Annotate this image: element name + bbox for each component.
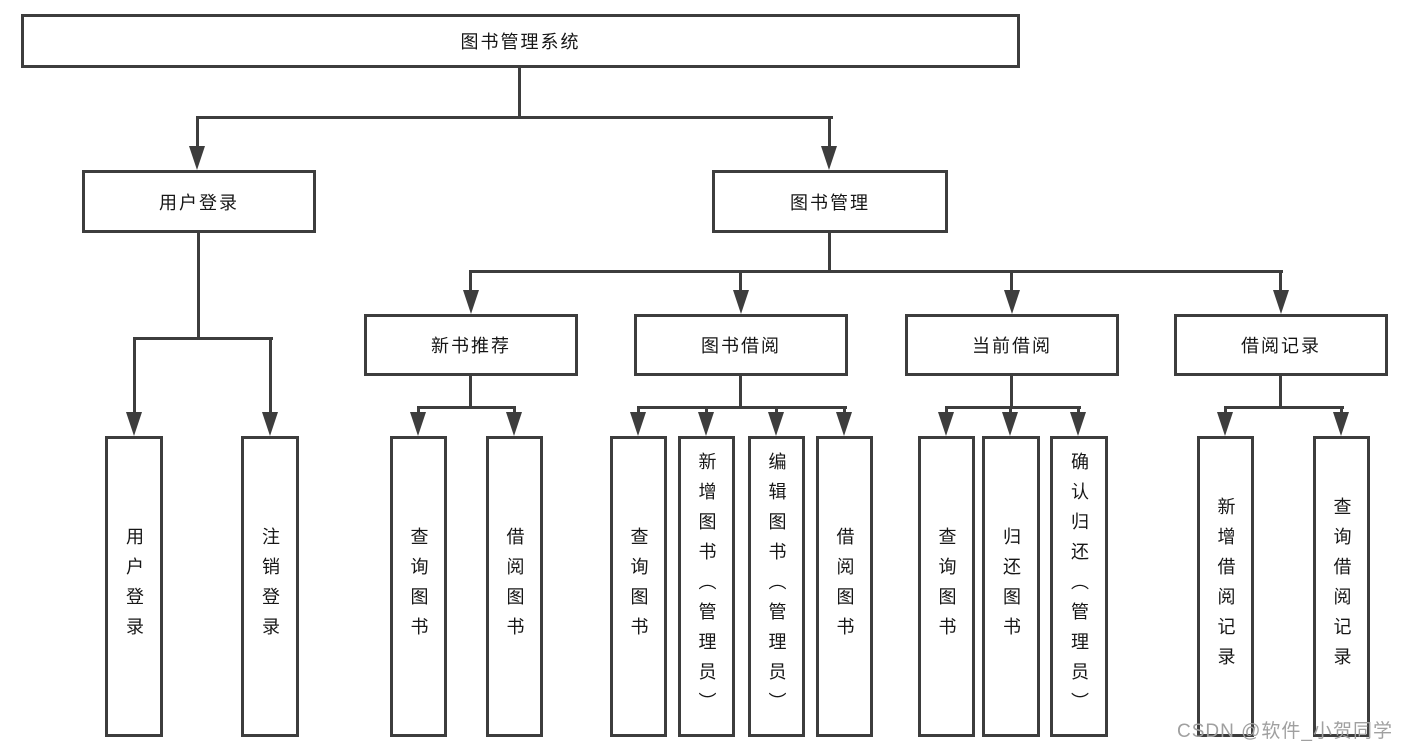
leaf-borrow-books: 借阅图书 — [816, 436, 873, 737]
arrowhead — [630, 412, 646, 436]
leaf-label: 新增图书（管理员） — [696, 451, 717, 722]
leaf-label: 查询图书 — [936, 526, 957, 647]
connector-line — [133, 337, 273, 340]
arrowhead — [768, 412, 784, 436]
leaf-query-books-current: 查询图书 — [918, 436, 975, 737]
arrowhead — [410, 412, 426, 436]
connector-line — [1340, 406, 1343, 414]
connector-line — [945, 406, 1081, 409]
leaf-label: 查询图书 — [408, 526, 429, 647]
node-book-borrow: 图书借阅 — [634, 314, 848, 376]
arrowhead — [1070, 412, 1086, 436]
connector-line — [828, 233, 831, 270]
leaf-label: 借阅图书 — [504, 526, 525, 647]
leaf-label: 借阅图书 — [834, 526, 855, 647]
connector-line — [1077, 406, 1080, 414]
connector-line — [470, 270, 1283, 273]
connector-line — [269, 337, 272, 414]
leaf-label: 新增借阅记录 — [1215, 496, 1236, 677]
connector-line — [1010, 376, 1013, 406]
node-current-borrow: 当前借阅 — [905, 314, 1119, 376]
connector-line — [828, 116, 831, 148]
connector-line — [775, 406, 778, 414]
connector-line — [1009, 406, 1012, 414]
connector-line — [945, 406, 948, 414]
arrowhead — [836, 412, 852, 436]
arrowhead — [821, 146, 837, 170]
arrowhead — [698, 412, 714, 436]
arrowhead — [126, 412, 142, 436]
leaf-confirm-return-admin: 确认归还（管理员） — [1050, 436, 1108, 737]
connector-line — [1010, 270, 1013, 292]
connector-line — [417, 406, 516, 409]
connector-line — [705, 406, 708, 414]
connector-line — [197, 116, 833, 119]
arrowhead — [938, 412, 954, 436]
arrowhead — [733, 290, 749, 314]
leaf-query-books-recommend: 查询图书 — [390, 436, 447, 737]
node-library-system: 图书管理系统 — [21, 14, 1020, 68]
connector-line — [1279, 270, 1282, 292]
leaf-add-borrow-record: 新增借阅记录 — [1197, 436, 1254, 737]
connector-line — [1224, 406, 1227, 414]
leaf-label: 查询图书 — [628, 526, 649, 647]
leaf-user-login: 用户登录 — [105, 436, 163, 737]
watermark: CSDN @软件_小贺同学 — [1177, 721, 1393, 742]
leaf-label: 查询借阅记录 — [1331, 496, 1352, 677]
leaf-return-books: 归还图书 — [982, 436, 1040, 737]
connector-line — [469, 376, 472, 406]
connector-line — [1279, 376, 1282, 406]
arrowhead — [1002, 412, 1018, 436]
arrowhead — [262, 412, 278, 436]
leaf-query-books-borrow: 查询图书 — [610, 436, 667, 737]
arrowhead — [506, 412, 522, 436]
connector-line — [196, 116, 199, 148]
connector-line — [843, 406, 846, 414]
connector-line — [1224, 406, 1344, 409]
node-user-login: 用户登录 — [82, 170, 316, 233]
leaf-logout: 注销登录 — [241, 436, 299, 737]
leaf-label: 确认归还（管理员） — [1069, 451, 1089, 722]
arrowhead — [1217, 412, 1233, 436]
connector-line — [637, 406, 640, 414]
node-book-management: 图书管理 — [712, 170, 948, 233]
leaf-label: 归还图书 — [1001, 526, 1021, 647]
arrowhead — [1273, 290, 1289, 314]
leaf-add-books-admin: 新增图书（管理员） — [678, 436, 735, 737]
connector-line — [518, 68, 521, 116]
node-borrow-records: 借阅记录 — [1174, 314, 1388, 376]
leaf-edit-books-admin: 编辑图书（管理员） — [748, 436, 805, 737]
connector-line — [197, 233, 200, 337]
leaf-label: 注销登录 — [260, 526, 280, 647]
leaf-borrow-books-recommend: 借阅图书 — [486, 436, 543, 737]
connector-line — [637, 406, 847, 409]
node-new-book-recommend: 新书推荐 — [364, 314, 578, 376]
connector-line — [739, 376, 742, 406]
leaf-label: 编辑图书（管理员） — [766, 451, 787, 722]
connector-line — [739, 270, 742, 292]
arrowhead — [1333, 412, 1349, 436]
arrowhead — [1004, 290, 1020, 314]
arrowhead — [463, 290, 479, 314]
connector-line — [469, 270, 472, 292]
leaf-query-borrow-record: 查询借阅记录 — [1313, 436, 1370, 737]
connector-line — [513, 406, 516, 414]
connector-line — [133, 337, 136, 414]
leaf-label: 用户登录 — [124, 526, 144, 647]
arrowhead — [189, 146, 205, 170]
connector-line — [417, 406, 420, 414]
